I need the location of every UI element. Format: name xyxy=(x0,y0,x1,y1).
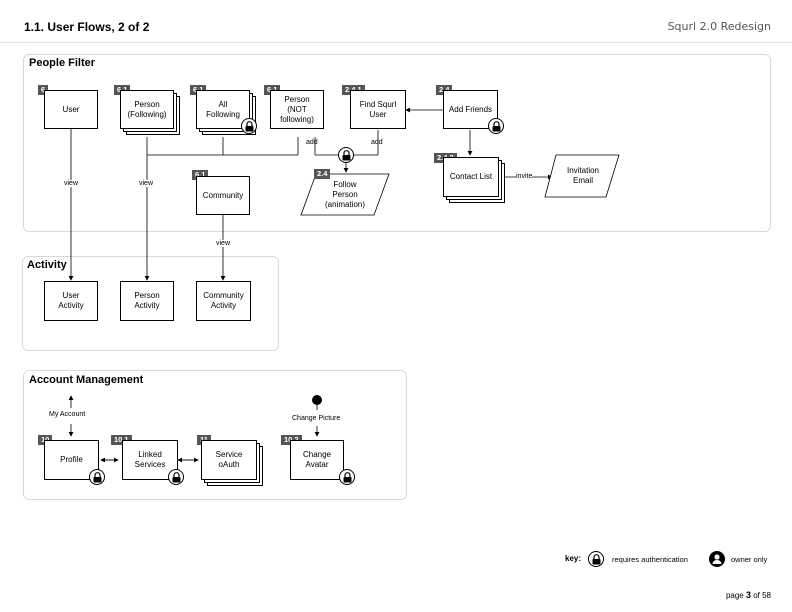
node-person-activity[interactable]: Person Activity xyxy=(120,281,174,321)
node-follow-person[interactable]: Follow Person (animation) xyxy=(324,180,365,209)
lock-icon xyxy=(338,147,354,163)
app-name: Squrl 2.0 Redesign xyxy=(667,20,771,33)
header-divider xyxy=(0,42,792,43)
badge-linked-services: 10.1 xyxy=(111,435,132,445)
node-find-squrl-user[interactable]: Find Squrl User xyxy=(350,90,406,129)
start-point xyxy=(312,395,322,405)
node-person-following[interactable]: Person (Following) xyxy=(120,90,174,129)
key-label: key: xyxy=(565,554,582,563)
node-contact-list[interactable]: Contact List xyxy=(443,157,499,197)
page-number-current: 3 xyxy=(745,590,751,600)
node-person-not-following[interactable]: Person (NOT following) xyxy=(270,90,324,129)
edge-label-my-account: My Account xyxy=(49,411,86,418)
lock-icon xyxy=(488,118,504,134)
node-service-oauth[interactable]: Service oAuth xyxy=(201,440,257,480)
lock-icon xyxy=(89,469,105,485)
group-title-people-filter: People Filter xyxy=(29,57,96,69)
node-community-activity[interactable]: Community Activity xyxy=(196,281,251,321)
edge-label-add-left: add xyxy=(306,139,318,146)
lock-icon xyxy=(168,469,184,485)
badge-user: 6 xyxy=(38,85,49,95)
page-number-suffix: of 58 xyxy=(750,591,771,600)
edge-label-invite: invite xyxy=(516,173,533,180)
edge-label-add-right: add xyxy=(371,139,383,146)
lock-icon xyxy=(339,469,355,485)
page-number: page 3 of 58 xyxy=(726,590,771,600)
node-invitation-email[interactable]: Invitation Email xyxy=(566,166,600,185)
node-user[interactable]: User xyxy=(44,90,98,129)
node-community[interactable]: Community xyxy=(196,176,250,215)
node-change-avatar[interactable]: Change Avatar xyxy=(290,440,344,480)
badge-follow-person: 2.4 xyxy=(314,169,331,179)
page-number-prefix: page xyxy=(725,591,746,600)
node-user-activity[interactable]: User Activity xyxy=(44,281,98,321)
owner-icon xyxy=(709,551,725,567)
edge-label-view-person: view xyxy=(139,180,154,187)
group-title-account-management: Account Management xyxy=(29,374,144,386)
edge-label-view-user: view xyxy=(64,180,79,187)
badge-community: 6.1 xyxy=(192,170,209,180)
lock-icon xyxy=(588,551,604,567)
key-requires-auth: requires authentication xyxy=(612,555,688,564)
group-title-activity: Activity xyxy=(27,259,67,271)
edge-label-view-community: view xyxy=(216,240,231,247)
group-people-filter xyxy=(23,54,771,232)
key-owner-only: owner only xyxy=(731,555,768,564)
page-title: 1.1. User Flows, 2 of 2 xyxy=(24,20,150,34)
lock-icon xyxy=(241,118,257,134)
edge-label-change-picture: Change Picture xyxy=(292,415,341,422)
